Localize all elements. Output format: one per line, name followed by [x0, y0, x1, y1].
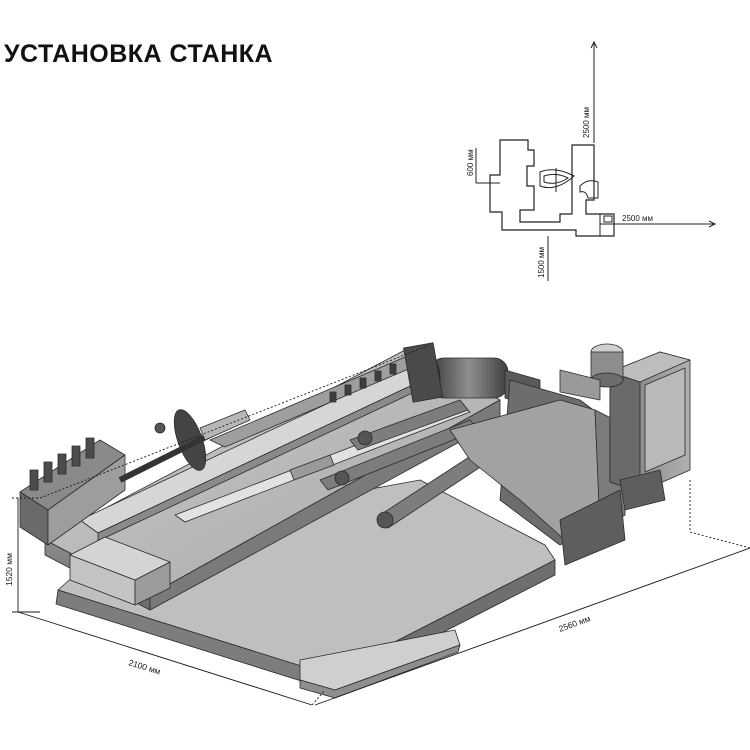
motor	[403, 342, 541, 411]
plan-dim-left-label: 600 мм	[466, 149, 475, 176]
arrow-right	[708, 220, 717, 228]
arrow-top	[590, 40, 598, 49]
page-title: УСТАНОВКА СТАНКА	[4, 40, 274, 68]
plan-dim-right-label: 2500 мм	[622, 214, 653, 223]
length-label: 2560 мм	[557, 613, 592, 634]
plan-dim-bottom-label: 1500 мм	[537, 247, 546, 278]
plan-dim-top-label: 2500 мм	[582, 107, 591, 138]
plan-outline	[489, 139, 615, 237]
dim-width-line	[17, 611, 313, 706]
dim-length-line	[314, 547, 750, 706]
arm-linkages	[289, 399, 489, 529]
width-label: 2100 мм	[127, 657, 162, 676]
layout-plan	[475, 40, 717, 281]
layout-plan-labels: 2500 мм 600 мм 2500 мм 1500 мм	[466, 107, 653, 278]
overall-dimensions	[12, 344, 750, 706]
cutting-disc	[173, 409, 207, 471]
height-label: 1520 мм	[4, 553, 14, 586]
machine-rendering	[19, 342, 691, 699]
